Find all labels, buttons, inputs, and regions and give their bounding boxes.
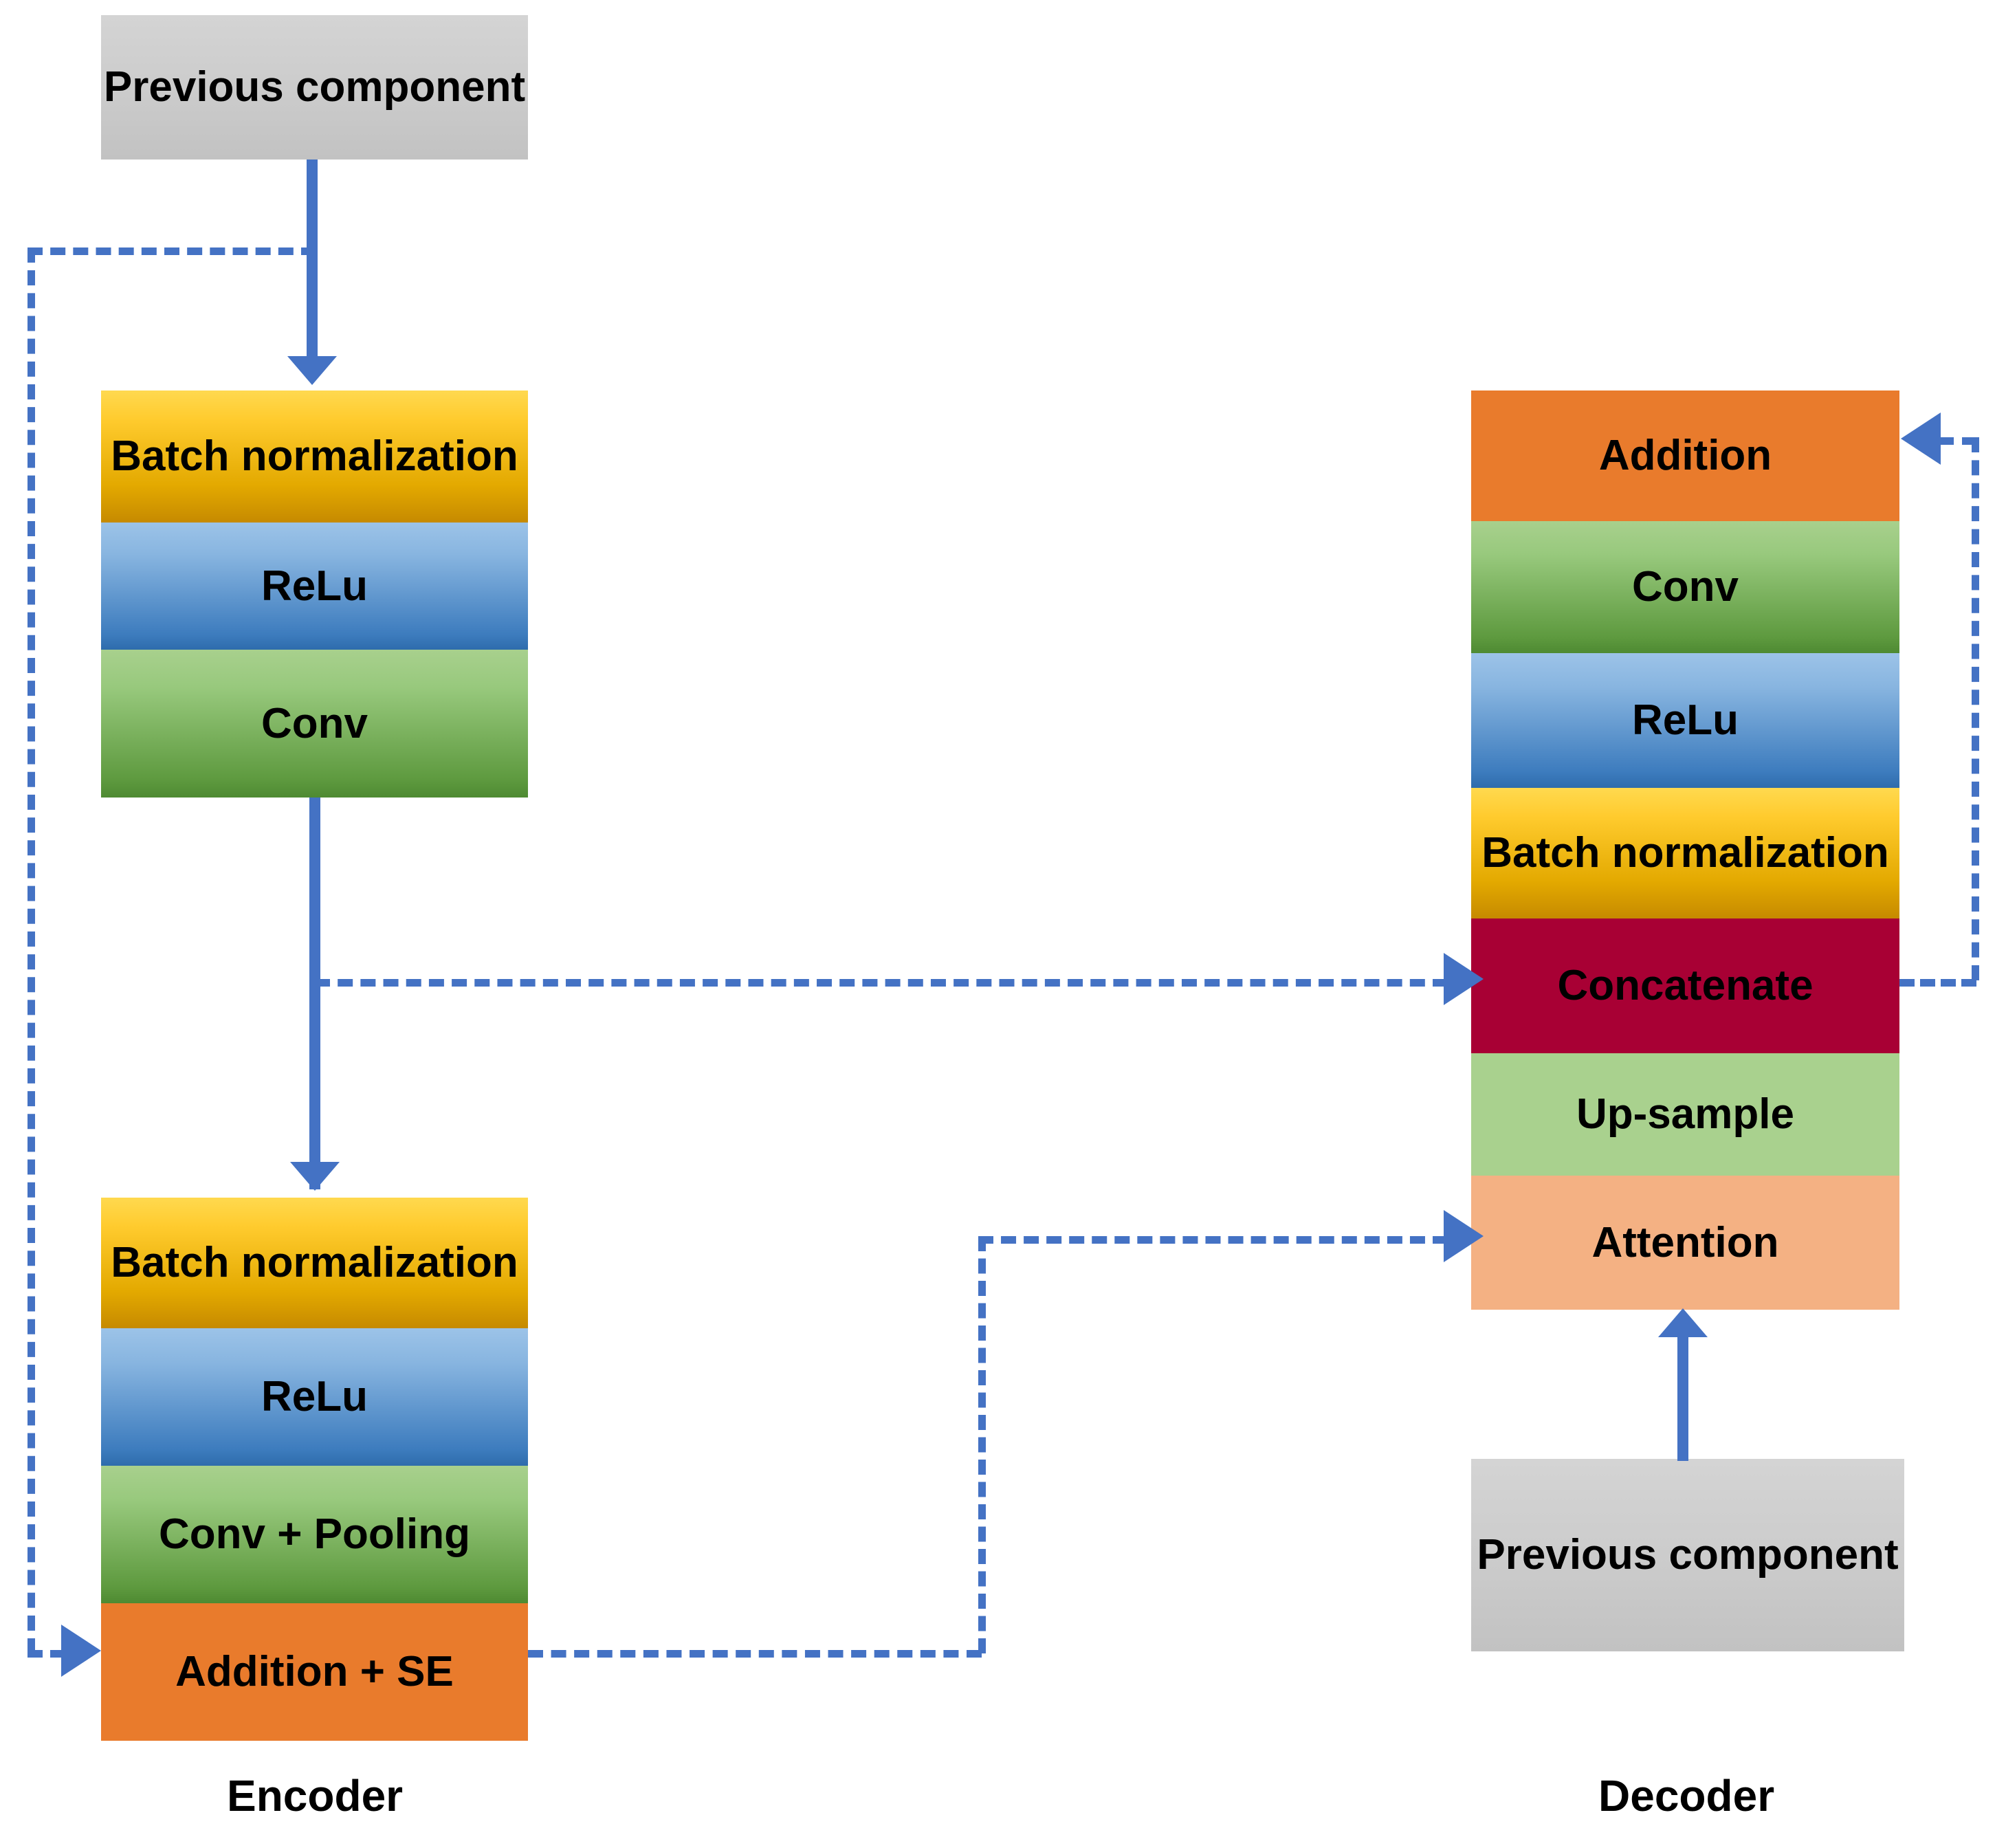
decoder-attention-label: Attention <box>1591 1218 1779 1266</box>
skip-conv-to-concatenate-segment <box>315 979 1448 987</box>
encoder-block2-batch-normalization-label: Batch normalization <box>111 1239 518 1286</box>
decoder-addition-label: Addition <box>1598 432 1772 479</box>
decoder-attention: Attention <box>1471 1176 1899 1310</box>
connector-decprev-to-attention-line <box>1677 1337 1688 1461</box>
decoder-upsample-label: Up-sample <box>1576 1090 1794 1138</box>
encoder-caption: Encoder <box>227 1771 404 1820</box>
skip-concatenate-to-addition-arrowhead <box>1901 412 1941 465</box>
skip-prev-to-addition-top-segment <box>27 248 316 255</box>
decoder-addition: Addition <box>1471 390 1899 521</box>
connector-block1-to-block2-arrowhead <box>290 1162 340 1191</box>
skip-concatenate-to-addition-top-segment <box>1939 437 1977 445</box>
decoder-relu-label: ReLu <box>1632 696 1739 744</box>
encoder-previous-component-box: Previous component <box>101 15 528 160</box>
encoder-block1-relu: ReLu <box>101 522 528 650</box>
decoder-concatenate: Concatenate <box>1471 918 1899 1053</box>
encoder-block1-batch-normalization-label: Batch normalization <box>111 432 518 480</box>
skip-addition-to-attention-arrowhead <box>1444 1210 1484 1262</box>
decoder-relu: ReLu <box>1471 653 1899 788</box>
skip-prev-to-addition-arrowhead <box>61 1625 101 1677</box>
encoder-block1-conv: Conv <box>101 650 528 798</box>
connector-block1-to-block2-line <box>309 798 320 1189</box>
encoder-block2-relu-label: ReLu <box>261 1373 368 1420</box>
connector-prev-to-block1-line <box>307 160 318 359</box>
encoder-block1-batch-normalization: Batch normalization <box>101 390 528 522</box>
decoder-batch-normalization: Batch normalization <box>1471 788 1899 918</box>
decoder-batch-normalization-label: Batch normalization <box>1481 829 1889 877</box>
decoder-caption: Decoder <box>1598 1771 1775 1820</box>
decoder-previous-component-label: Previous component <box>1477 1531 1899 1578</box>
skip-addition-to-attention-vertical-segment <box>978 1236 986 1653</box>
connector-prev-to-block1-arrowhead <box>287 356 337 385</box>
skip-addition-to-attention-bottom-segment <box>528 1650 982 1658</box>
encoder-block2-batch-normalization: Batch normalization <box>101 1198 528 1328</box>
encoder-block2-relu: ReLu <box>101 1328 528 1466</box>
skip-conv-to-concatenate-arrowhead <box>1444 953 1484 1005</box>
decoder-previous-component-box: Previous component <box>1471 1459 1904 1651</box>
decoder-upsample: Up-sample <box>1471 1053 1899 1176</box>
decoder-concatenate-label: Concatenate <box>1557 962 1814 1009</box>
encoder-block1-relu-label: ReLu <box>261 562 368 610</box>
encoder-block2-addition-se-label: Addition + SE <box>175 1648 454 1695</box>
connector-decprev-to-attention-arrowhead <box>1658 1308 1708 1337</box>
skip-prev-to-addition-bottom-segment <box>27 1650 65 1658</box>
encoder-previous-component-label: Previous component <box>103 63 526 111</box>
decoder-conv-label: Conv <box>1632 563 1739 610</box>
encoder-block2-conv-pooling: Conv + Pooling <box>101 1466 528 1603</box>
encoder-block2-conv-pooling-label: Conv + Pooling <box>159 1510 470 1558</box>
encoder-block2-addition-se: Addition + SE <box>101 1603 528 1741</box>
encoder-block1-conv-label: Conv <box>261 699 368 747</box>
skip-concatenate-to-addition-vertical-segment <box>1972 437 1979 980</box>
decoder-conv: Conv <box>1471 521 1899 653</box>
skip-concatenate-to-addition-bottom-segment <box>1899 979 1976 987</box>
skip-addition-to-attention-top-segment <box>978 1236 1448 1244</box>
skip-prev-to-addition-vertical-segment <box>27 248 35 1653</box>
